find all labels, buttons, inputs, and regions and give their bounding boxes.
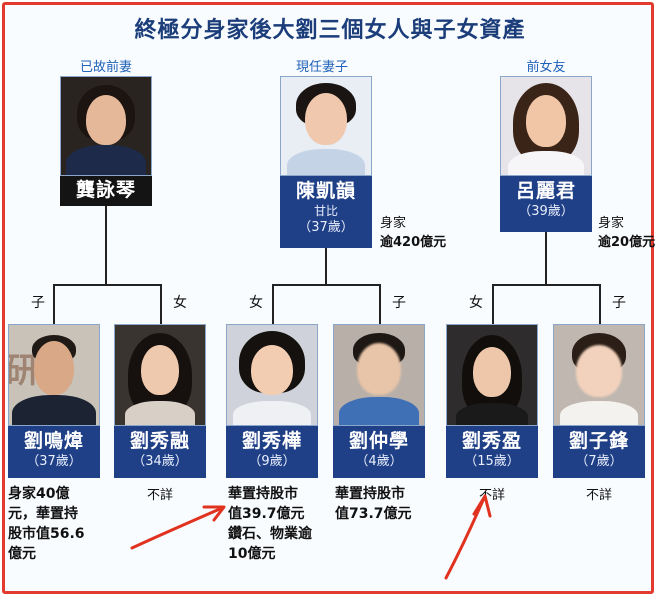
- arrow-1: [132, 508, 222, 548]
- arrow-2: [446, 498, 484, 578]
